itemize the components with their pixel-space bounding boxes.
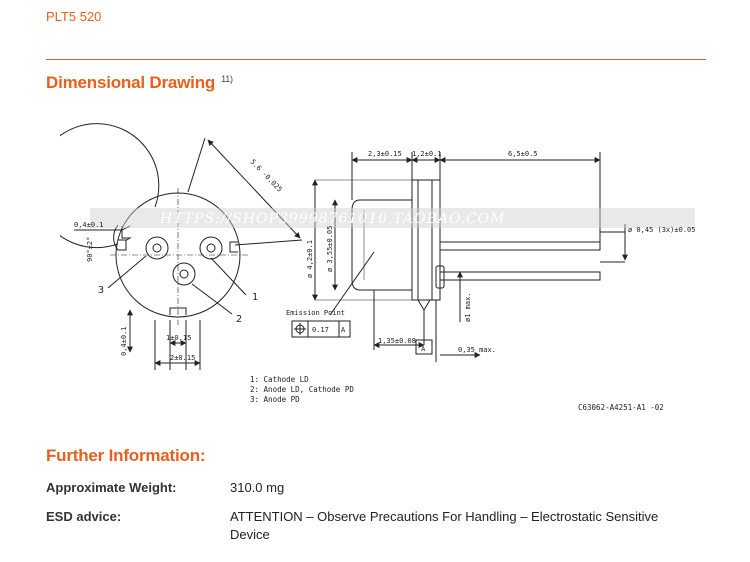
section-title-dimensional-drawing: Dimensional Drawing 11): [46, 73, 233, 93]
dim-angle-90: 90°±2°: [86, 237, 94, 262]
pin-3-inner: [152, 243, 162, 253]
pin-2-outer: [172, 262, 196, 286]
can-outline: [60, 123, 160, 249]
further-information-title: Further Information:: [46, 446, 206, 465]
dimensional-drawing-title: Dimensional Drawing: [46, 73, 216, 92]
dim-width-0-4: 0,4±0.1: [74, 221, 104, 229]
esd-label: ESD advice:: [46, 509, 122, 524]
datum-a-label: A: [421, 345, 426, 353]
notch-left: [118, 239, 127, 251]
dim-top-2-3: 2,3±0.15: [368, 150, 402, 158]
pin-number-3: 3: [98, 285, 104, 296]
dim-bottom-0-4: 0,4±0.1: [120, 326, 128, 356]
datum-a-box: [415, 339, 433, 355]
weight-label: Approximate Weight:: [46, 480, 177, 495]
dim-top-1-2: 1,2±0.1: [412, 150, 442, 158]
side-view: [291, 152, 628, 362]
dim-two: 2±0.15: [170, 354, 195, 362]
legend-line-2: 2: Anode LD, Cathode PD: [250, 385, 354, 394]
front-view: [60, 123, 303, 370]
notch-right: [229, 241, 238, 253]
header-divider: [46, 59, 706, 60]
dim-pin-dia: ø 0,45 (3x)±0.05: [628, 226, 695, 234]
dim-0-35: 0,35 max.: [458, 346, 496, 354]
dim-top-6-5: 6,5±0.5: [508, 150, 538, 158]
tol-value: 0.17: [312, 326, 329, 334]
pin-top: [439, 241, 601, 251]
drawing-code: C63062-A4251-A1 -02: [578, 403, 664, 412]
pin-1-outer: [199, 236, 223, 260]
pin-2-inner: [179, 269, 189, 279]
weight-value: 310.0 mg: [230, 480, 285, 495]
dim-1-35: 1,35±0.08: [378, 337, 416, 345]
pin-number-2: 2: [236, 314, 242, 325]
pin-3-outer: [145, 236, 169, 260]
pin-bottom: [439, 271, 601, 281]
esd-value: ATTENTION – Observe Precautions For Hand…: [230, 509, 659, 542]
cap-body: [351, 199, 413, 291]
dim-one: 1±0.15: [166, 334, 191, 342]
dim-dia-1max: ø1 max.: [464, 292, 472, 322]
product-name: PLT5 520: [46, 9, 102, 24]
tolerance-frame: [291, 320, 351, 338]
legend-line-1: 1: Cathode LD: [250, 375, 309, 384]
emission-point-label: Emission Point: [286, 309, 345, 317]
tol-datum: A: [341, 326, 346, 334]
dimensional-drawing: HTTPS://SHOP39998761010.TAOBAO.COM 0,4±0…: [60, 123, 695, 412]
watermark-band: [90, 208, 695, 228]
watermark-text: HTTPS://SHOP39998761010.TAOBAO.COM: [159, 211, 506, 227]
dim-dia-3-55: ø 3,55±0.05: [326, 226, 334, 272]
legend-line-3: 3: Anode PD: [250, 395, 300, 404]
footnote-marker: 11): [221, 74, 233, 84]
pin-stub: [435, 265, 445, 289]
pin-1-inner: [206, 243, 216, 253]
dim-dia-4-2: ø 4,2±0.1: [306, 240, 314, 278]
pin-number-1: 1: [252, 292, 258, 303]
